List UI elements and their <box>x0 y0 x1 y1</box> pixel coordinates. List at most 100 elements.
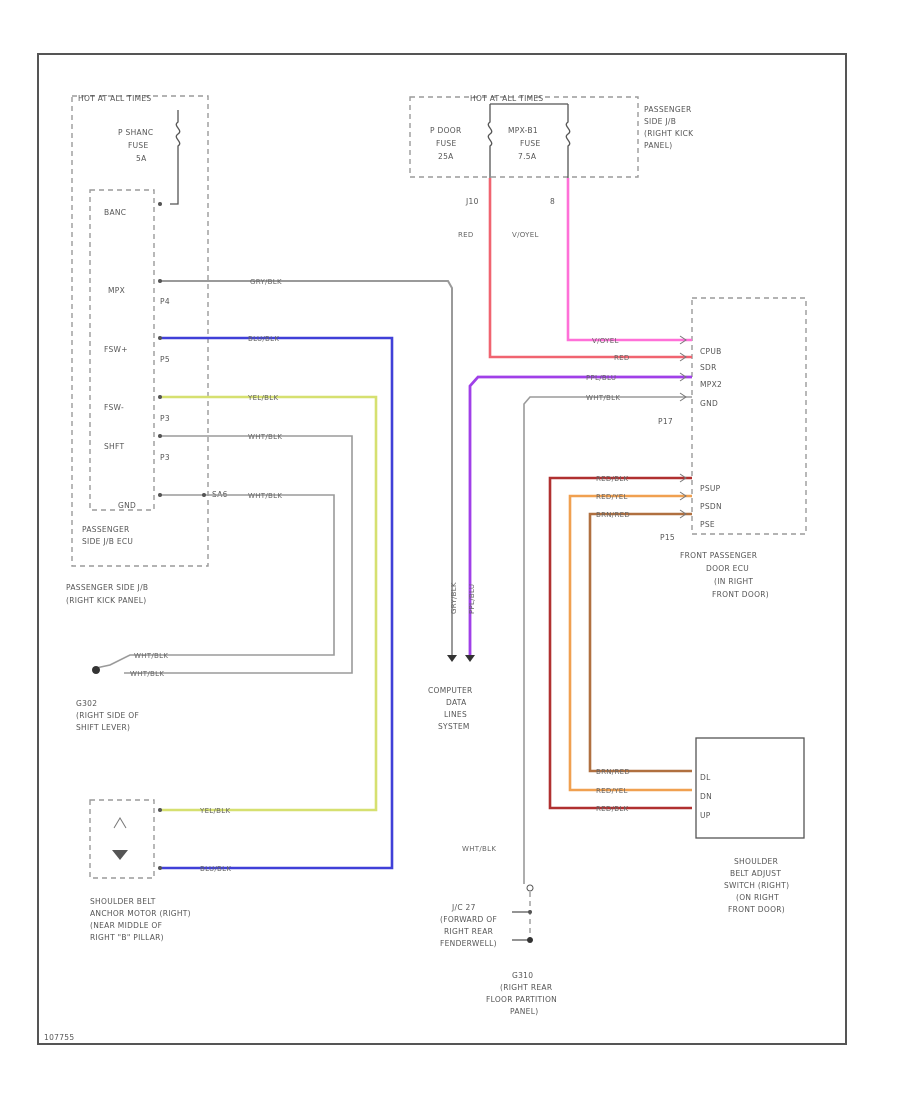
wire-blue-black-label-top: BLU/BLK <box>248 335 279 343</box>
ecu-left-pin-shft: SHFT <box>104 442 124 451</box>
pin-8: 8 <box>550 197 555 206</box>
ecu-left-loc-1: PASSENGER SIDE J/B <box>66 583 148 592</box>
ecu-left-pin-gnd: GND <box>118 501 136 510</box>
wire-red-label-right: RED <box>614 354 630 362</box>
ecu-right-conn-1: P17 <box>658 417 673 426</box>
wire-yellow-black <box>160 395 378 812</box>
motor-down-arrow-icon <box>112 850 128 860</box>
junction-line3: RIGHT REAR <box>444 927 493 936</box>
ground-g310-name: G310 <box>512 971 533 980</box>
wire-white-black-right <box>523 396 692 884</box>
wire-red-yellow-label-bottom: RED/YEL <box>596 787 628 795</box>
ground-g302-name: G302 <box>76 699 97 708</box>
footer-code: 107755 <box>44 1033 74 1042</box>
ground-g302-line2: (RIGHT SIDE OF <box>76 711 139 720</box>
wire-white-black-gnd-label-bottom: WHT/BLK <box>134 652 168 660</box>
computer-line4: SYSTEM <box>438 722 470 731</box>
ecu-right-pin-mpx2: MPX2 <box>700 380 722 389</box>
wire-brown-red-label-top: BRN/RED <box>596 511 630 519</box>
wire-red-black-label-bottom: RED/BLK <box>596 805 629 813</box>
wire-red-black <box>548 476 692 810</box>
wire-white-black-gnd-label: WHT/BLK <box>248 492 282 500</box>
wire-white-black-shift-label-bottom: WHT/BLK <box>130 670 164 678</box>
motor-line1: SHOULDER BELT <box>90 897 156 906</box>
computer-line2: DATA <box>446 698 467 707</box>
ecu-left-pin-mpx-conn: P4 <box>160 297 170 306</box>
motor-line2: ANCHOR MOTOR (RIGHT) <box>90 909 191 918</box>
wire-violet-yellow <box>566 178 692 342</box>
wire-purple-blue <box>468 375 692 655</box>
wires: RED RED V/OYEL V/OYEL GRY/BLK GRY/BLK PP… <box>95 178 692 884</box>
wire-red <box>488 178 692 359</box>
left-ecu: BANC MPX P4 FSW+ P5 FSW- P3 SHFT P3 GND … <box>66 189 227 605</box>
wire-white-black-shift-label: WHT/BLK <box>248 433 282 441</box>
junction-jc27: J/C 27 (FORWARD OF RIGHT REAR FENDERWELL… <box>440 884 534 948</box>
computer-data-lines: COMPUTER DATA LINES SYSTEM <box>428 655 475 731</box>
right-fuse2-rating: 7.5A <box>518 152 537 161</box>
switch-line5: FRONT DOOR) <box>728 905 785 914</box>
ecu-left-pin-fsw-plus: FSW+ <box>104 345 128 354</box>
right-fuse-loc-3: (RIGHT KICK <box>644 129 694 138</box>
ecu-right-pin-pse: PSE <box>700 520 715 529</box>
ecu-left-pin-fsw-minus: FSW- <box>104 403 124 412</box>
right-ecu-connectors <box>679 335 687 519</box>
left-fuse-word: FUSE <box>128 141 149 150</box>
motor-line4: RIGHT "B" PILLAR) <box>90 933 164 942</box>
anchor-motor: SHOULDER BELT ANCHOR MOTOR (RIGHT) (NEAR… <box>89 799 191 942</box>
switch-pin-dl: DL <box>700 773 711 782</box>
junction-line1: J/C 27 <box>451 903 476 912</box>
right-fuse-loc-2: SIDE J/B <box>644 117 676 126</box>
ecu-left-pin-mpx: MPX <box>108 286 125 295</box>
wire-brown-red-label-bottom: BRN/RED <box>596 768 630 776</box>
ecu-left-pin-fsw-plus-conn: P5 <box>160 355 170 364</box>
left-ecu-pin-dots <box>158 279 206 497</box>
wire-red-yellow <box>568 494 692 792</box>
ecu-left-pin-banc: BANC <box>104 208 126 217</box>
wire-gray-black <box>160 280 453 655</box>
ground-g302: G302 (RIGHT SIDE OF SHIFT LEVER) <box>76 666 139 732</box>
wire-violet-yellow-label-right: V/OYEL <box>592 337 619 345</box>
switch-line1: SHOULDER <box>734 857 778 866</box>
motor-up-arrow-icon <box>113 817 127 829</box>
ground-g310-line4: PANEL) <box>510 1007 538 1016</box>
right-ecu: CPUB SDR MPX2 GND P17 PSUP PSDN PSE P15 … <box>658 297 807 599</box>
ecu-left-name-1: PASSENGER <box>82 525 130 534</box>
diagram-border <box>37 53 847 1045</box>
wire-blue-black-label-bottom: BLU/BLK <box>200 865 231 873</box>
left-fuse-box: HOT AT ALL TIMES P SHANC FUSE 5A <box>71 94 209 567</box>
right-fuse-box: HOT AT ALL TIMES P DOOR FUSE 25A MPX-B1 … <box>409 94 694 206</box>
right-fuse1-name: P DOOR <box>430 126 462 135</box>
belt-adjust-switch: DL DN UP SHOULDER BELT ADJUST SWITCH (RI… <box>695 737 805 914</box>
junction-line2: (FORWARD OF <box>440 915 497 924</box>
wire-purple-blue-label-vertical: PPL/BLU <box>468 584 476 614</box>
ecu-left-pin-shft-conn: P3 <box>160 453 170 462</box>
wire-yellow-black-label-bottom: YEL/BLK <box>199 807 230 815</box>
right-fuse-loc-4: PANEL) <box>644 141 672 150</box>
right-fuse2-word: FUSE <box>520 139 541 148</box>
wire-red-black-label-top: RED/BLK <box>596 475 629 483</box>
ecu-left-name-2: SIDE J/B ECU <box>82 537 133 546</box>
switch-line4: (ON RIGHT <box>736 893 779 902</box>
motor-line3: (NEAR MIDDLE OF <box>90 921 162 930</box>
ecu-right-name-4: FRONT DOOR) <box>712 590 769 599</box>
left-fuse-name: P SHANC <box>118 128 153 137</box>
ground-g310-line3: FLOOR PARTITION <box>486 995 557 1004</box>
ecu-right-pin-gnd: GND <box>700 399 718 408</box>
wire-red-label-top: RED <box>458 231 474 239</box>
switch-pin-dn: DN <box>700 792 712 801</box>
ecu-right-pin-psdn: PSDN <box>700 502 722 511</box>
right-fuse2-symbol <box>565 104 571 178</box>
ecu-right-name-3: (IN RIGHT <box>714 577 753 586</box>
wire-brown-red <box>588 512 692 773</box>
right-fuse-loc-1: PASSENGER <box>644 105 692 114</box>
wire-white-black-shift <box>124 435 353 674</box>
right-fuse1-word: FUSE <box>436 139 457 148</box>
wire-gray-black-label: GRY/BLK <box>250 278 282 286</box>
ground-g302-line3: SHIFT LEVER) <box>76 723 130 732</box>
ecu-left-loc-2: (RIGHT KICK PANEL) <box>66 596 146 605</box>
computer-line1: COMPUTER <box>428 686 473 695</box>
wire-violet-yellow-label-top: V/OYEL <box>512 231 539 239</box>
left-fuse-box-header: HOT AT ALL TIMES <box>78 94 151 103</box>
junction-line4: FENDERWELL) <box>440 939 497 948</box>
